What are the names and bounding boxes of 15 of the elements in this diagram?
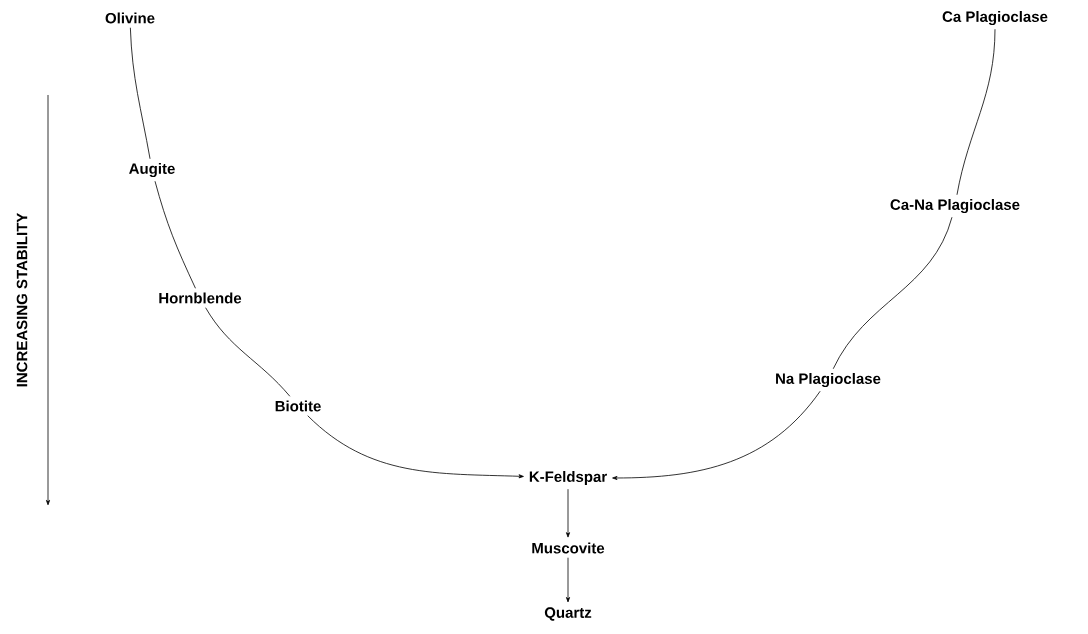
mineral-label: Quartz [544,607,592,621]
mineral-label: Muscovite [532,542,605,554]
arrow [612,390,821,480]
mineral-label: Ca Plagioclase [942,11,1048,26]
arrow [566,488,570,538]
mineral-label: Biotite [275,400,321,412]
mineral-label: Hornblende [159,292,242,304]
mineral-label: K-Feldspar [529,471,607,485]
arrow [307,415,524,479]
mineral-label: Na Plagioclase [776,372,881,387]
axis-label: INCREASING STABILITY [16,212,28,387]
mineral-label: Augite [129,162,175,178]
mineral-label: Olivine [105,12,155,24]
arrow [566,557,570,603]
mineral-label: Ca-Na Plagioclase [890,198,1020,214]
